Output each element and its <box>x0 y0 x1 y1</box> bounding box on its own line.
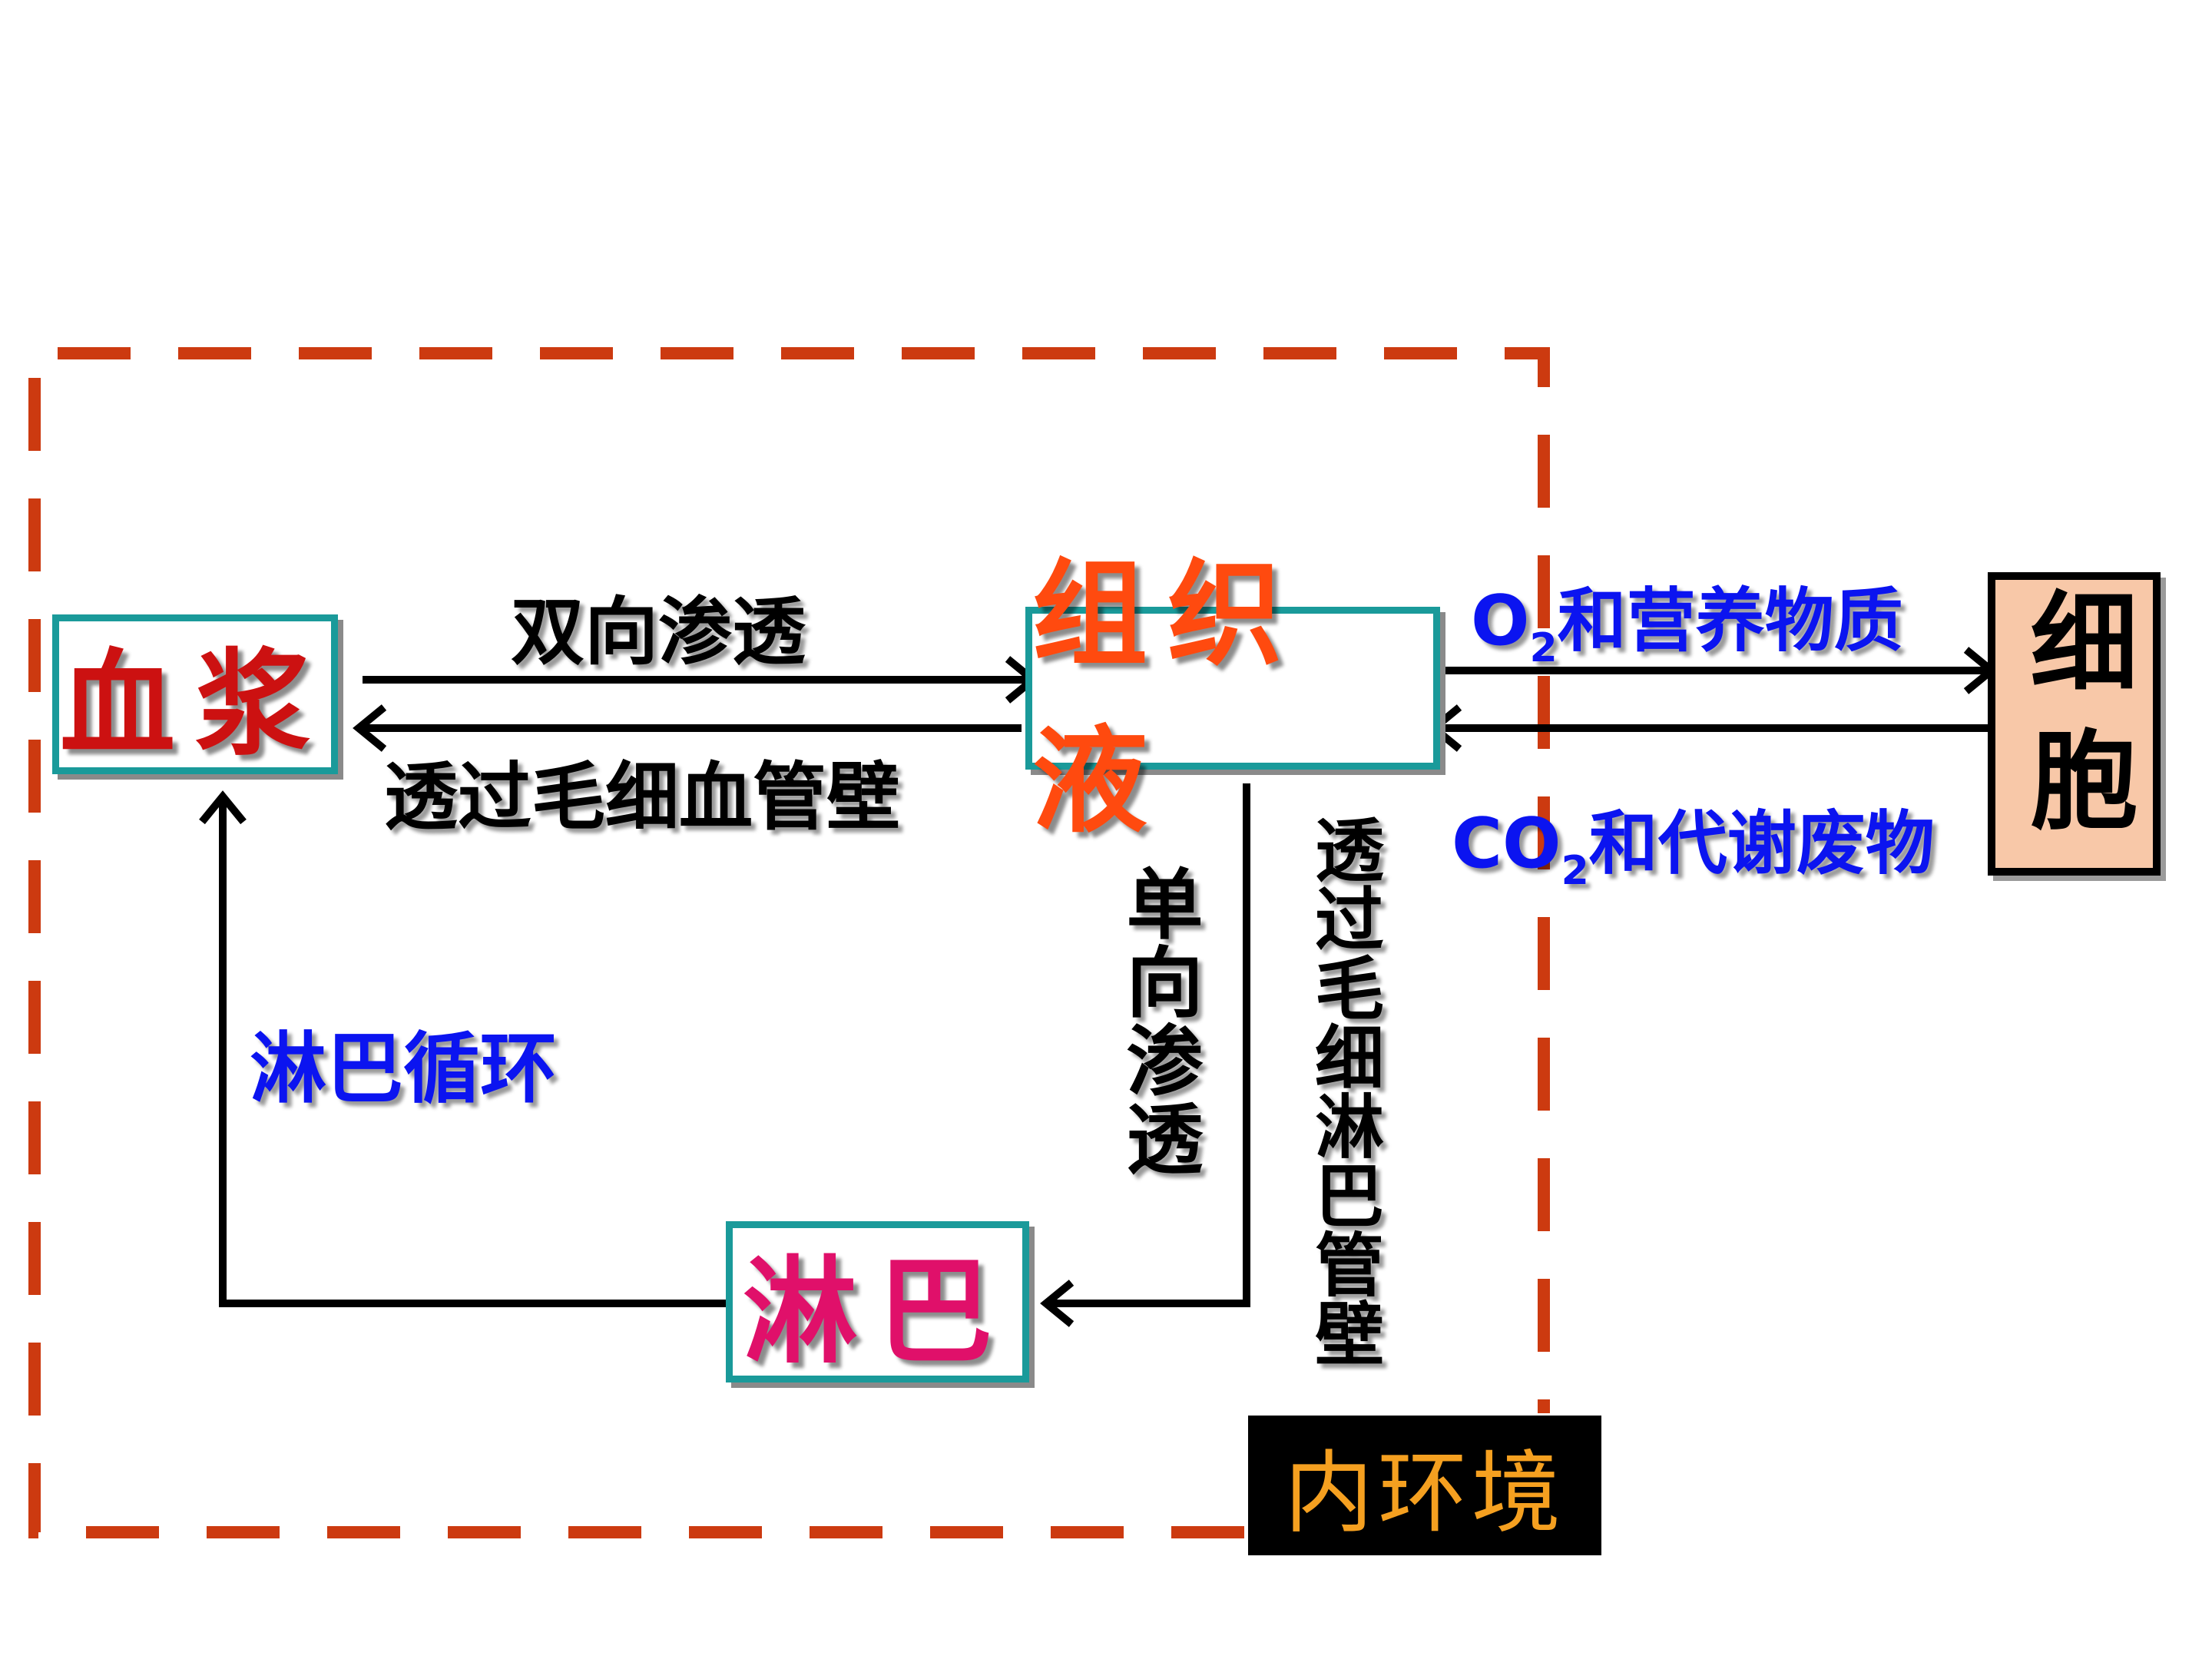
lymph-box: 淋巴 <box>726 1221 1029 1382</box>
label-o2-nutrients: O2和营养物质 <box>1471 581 1903 671</box>
tissue-fluid-label: 组织液 <box>1032 548 1303 849</box>
internal-environment-label: 内环境 <box>1284 1442 1565 1545</box>
cell-box: 细胞 <box>1988 572 2161 876</box>
label-through-lymph-capillary-wall: 透过毛细淋巴管壁 <box>1303 814 1383 1367</box>
plasma-label: 血浆 <box>59 637 330 772</box>
label-co2-wastes: CO2和代谢废物 <box>1452 803 1935 894</box>
label-two-way-osmosis: 双向渗透 <box>511 589 806 675</box>
lymph-label: 淋巴 <box>742 1245 1013 1379</box>
arrow-tissue-fluid-to-lymph <box>1048 783 1250 1307</box>
internal-environment-tag: 内环境 <box>1248 1416 1601 1555</box>
internal-environment-border <box>28 347 1550 1538</box>
plasma-box: 血浆 <box>52 614 338 774</box>
label-through-capillary-wall: 透过毛细血管壁 <box>384 754 900 840</box>
label-one-way-osmosis: 单向渗透 <box>1113 864 1203 1177</box>
label-lymph-circulation: 淋巴循环 <box>250 1024 557 1114</box>
cell-label: 细胞 <box>2012 585 2137 863</box>
arrow-lymph-to-plasma <box>219 799 726 1307</box>
tissue-fluid-box: 组织液 <box>1025 548 1440 849</box>
